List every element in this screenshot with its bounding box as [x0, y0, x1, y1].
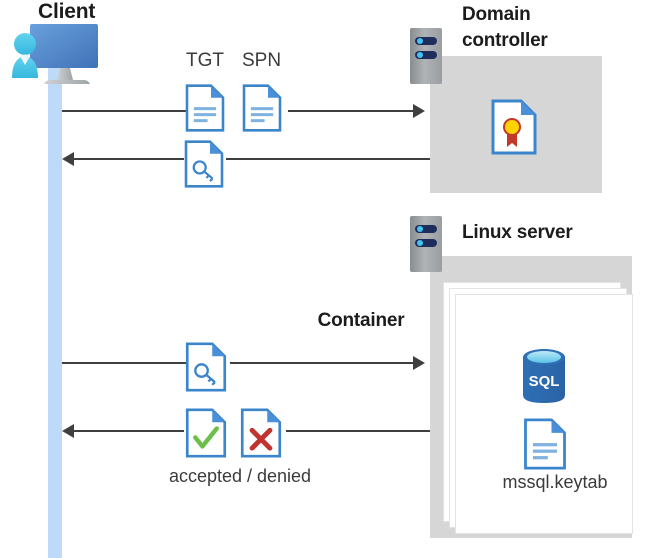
flow2-line-left — [74, 158, 184, 160]
rack-slot-2 — [415, 51, 437, 59]
flow2-arrowhead — [62, 152, 74, 166]
domain-controller-title-line2: controller — [462, 30, 548, 51]
sql-label: SQL — [529, 373, 560, 390]
flow3-line-right — [230, 362, 413, 364]
denied-cross-document-icon — [240, 408, 282, 458]
flow4-line-right — [286, 430, 430, 432]
certificate-document-icon — [491, 99, 537, 155]
container-card-front — [456, 295, 632, 533]
spn-label: SPN — [242, 50, 282, 71]
ticket-key-document-icon-2 — [185, 342, 227, 392]
client-workstation-glyph — [12, 24, 98, 84]
spn-document-icon — [242, 84, 282, 132]
client-title: Client — [38, 0, 96, 23]
keytab-filename-label: mssql.keytab — [502, 472, 608, 492]
linux-server-title: Linux server — [462, 222, 573, 243]
flow1-arrowhead — [413, 104, 425, 118]
tgt-document-icon — [185, 84, 225, 132]
ticket-key-document-icon — [184, 140, 224, 188]
flow1-line-right — [288, 110, 413, 112]
flow3-line-left — [62, 362, 186, 364]
client-workstation-icon — [8, 22, 118, 88]
keytab-document-icon — [523, 418, 567, 470]
sql-database-icon: SQL — [519, 348, 569, 404]
flow2-line-right — [226, 158, 430, 160]
rack-slot-1 — [415, 225, 437, 233]
linux-server-server-rack-icon — [410, 216, 442, 272]
flow4-line-left — [74, 430, 184, 432]
client-lifeline — [48, 60, 62, 558]
domain-controller-title-line1: Domain — [462, 4, 531, 25]
domain-controller-title: Domain controller — [462, 2, 642, 54]
flow1-line-left — [62, 110, 186, 112]
rack-slot-1 — [415, 37, 437, 45]
flow3-arrowhead — [413, 356, 425, 370]
flow4-arrowhead — [62, 424, 74, 438]
accepted-check-document-icon — [185, 408, 227, 458]
container-title: Container — [0, 310, 660, 332]
domain-controller-server-rack-icon — [410, 28, 442, 84]
accepted-denied-label: accepted / denied — [168, 466, 312, 486]
tgt-label: TGT — [186, 50, 224, 71]
container-title-text: Container — [317, 310, 405, 331]
rack-slot-2 — [415, 239, 437, 247]
